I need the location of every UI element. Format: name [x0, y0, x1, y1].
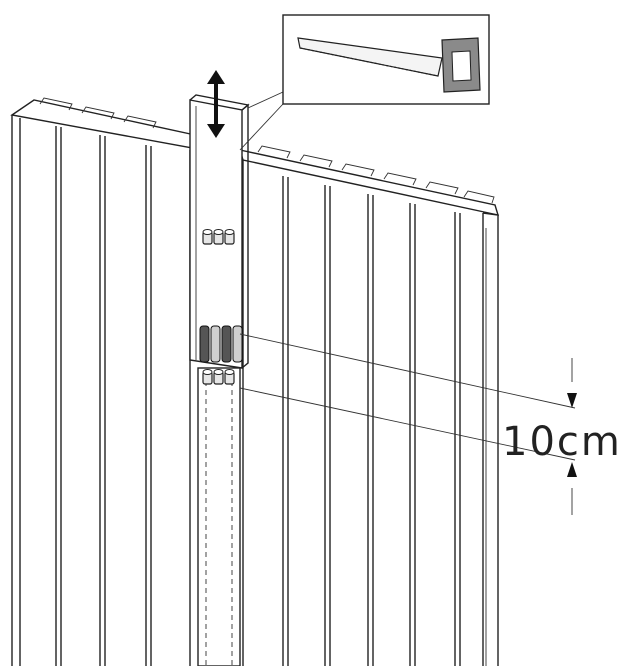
double-arrow-vertical-icon: [207, 70, 225, 138]
panel-right: [238, 145, 500, 666]
roller-pins-upper: [202, 229, 235, 245]
roller-pins-middle: [199, 325, 243, 363]
panel-left: [10, 97, 196, 666]
roller-pins-lower: [202, 369, 235, 385]
dimension-lines: [239, 333, 577, 515]
dimension-label: 10cm: [502, 419, 622, 465]
hand-saw-icon: [297, 37, 481, 93]
saw-callout: [239, 14, 490, 151]
